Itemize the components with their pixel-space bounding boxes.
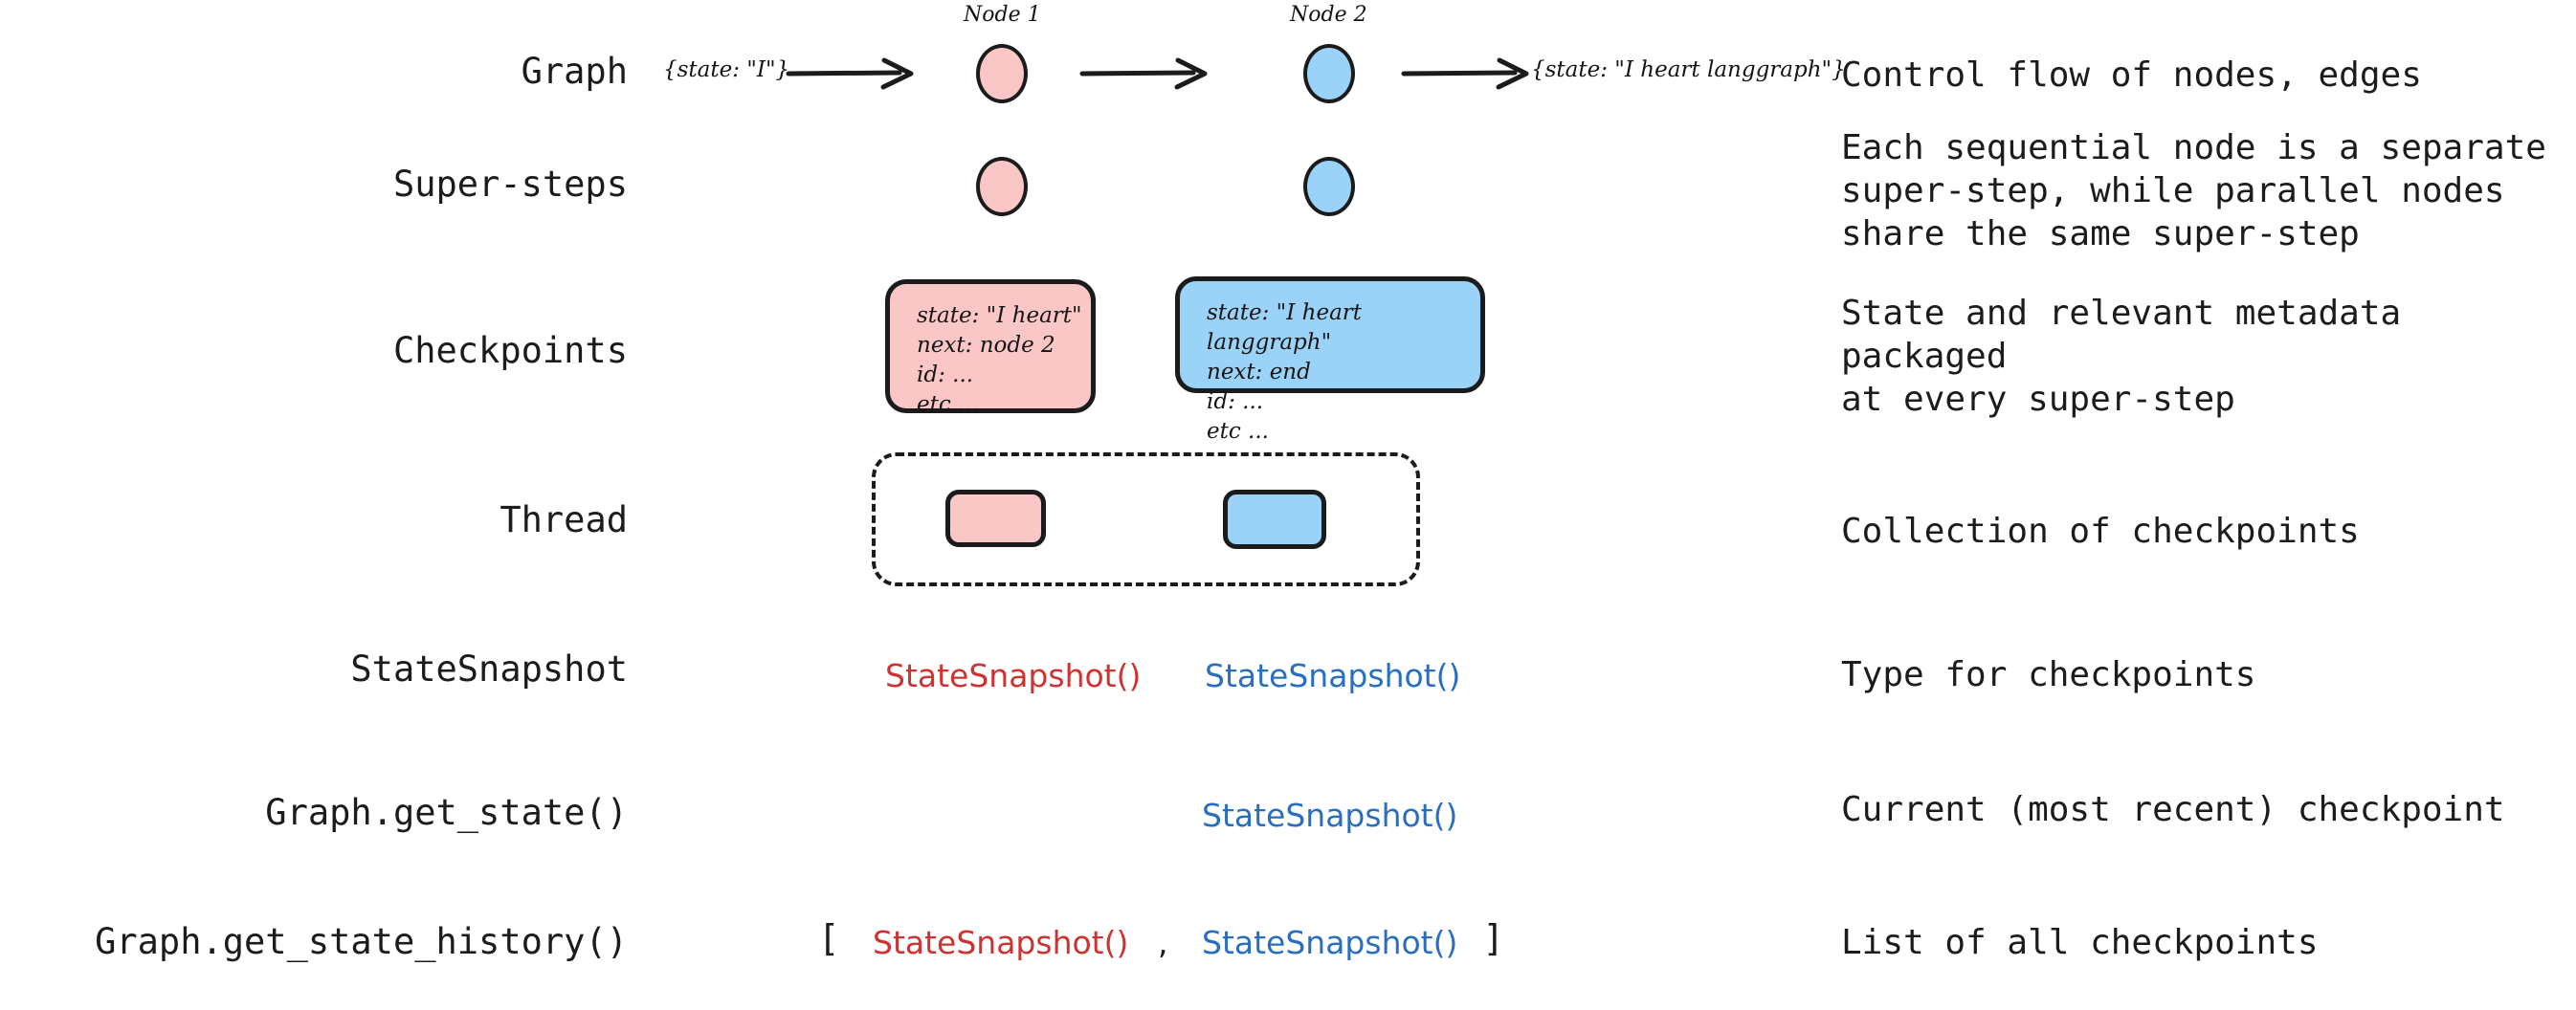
edge-arrow-node2-to-output — [1401, 57, 1529, 90]
row-label-get-state-history: Graph.get_state_history() — [95, 921, 628, 962]
history-open-bracket: [ — [823, 917, 837, 959]
row-label-checkpoints: Checkpoints — [392, 330, 628, 371]
description-thread: Collection of checkpoints — [1841, 512, 2360, 551]
get-state-result-snapshot: StateSnapshot() — [1202, 797, 1458, 834]
history-close-bracket: ] — [1485, 917, 1499, 959]
graph-input-state-text: {state: "I"} — [663, 57, 790, 82]
graph-output-state-text: {state: "I heart langgraph"} — [1531, 57, 1846, 82]
history-snapshot-node2: StateSnapshot() — [1202, 924, 1458, 961]
description-get-state-history: List of all checkpoints — [1841, 923, 2319, 962]
checkpoint-box-node2: state: "I heart langgraph" next: end id:… — [1175, 276, 1485, 444]
node2-label: Node 2 — [1290, 3, 1367, 27]
statesnapshot-type-node2: StateSnapshot() — [1205, 657, 1461, 694]
description-checkpoints: State and relevant metadata packaged at … — [1841, 294, 2402, 419]
node1-label: Node 1 — [964, 3, 1041, 27]
thread-chip-node2 — [1223, 490, 1326, 549]
row-label-statesnapshot: StateSnapshot — [350, 648, 628, 690]
statesnapshot-type-node1: StateSnapshot() — [885, 657, 1142, 694]
thread-chip-node1 — [945, 490, 1046, 547]
superstep-node1-circle — [976, 157, 1028, 216]
row-label-graph: Graph — [521, 51, 628, 92]
thread-container — [872, 452, 1420, 586]
edge-arrow-node1-to-node2 — [1079, 57, 1208, 90]
graph-node1-circle — [976, 44, 1028, 103]
history-separator-comma: , — [1158, 924, 1168, 961]
checkpoint-box-node1: state: "I heart" next: node 2 id: ... et… — [885, 279, 1096, 417]
description-graph: Control flow of nodes, edges — [1841, 55, 2422, 95]
row-label-thread: Thread — [500, 499, 628, 540]
row-label-super-steps: Super-steps — [392, 164, 628, 205]
history-snapshot-node1: StateSnapshot() — [873, 924, 1129, 961]
description-statesnapshot: Type for checkpoints — [1841, 655, 2256, 694]
graph-node2-circle — [1303, 44, 1355, 103]
description-get-state: Current (most recent) checkpoint — [1841, 790, 2505, 829]
superstep-node2-circle — [1303, 157, 1355, 216]
description-super-steps: Each sequential node is a separate super… — [1841, 128, 2546, 253]
edge-arrow-input-to-node1 — [786, 57, 914, 90]
row-label-get-state: Graph.get_state() — [265, 792, 628, 833]
